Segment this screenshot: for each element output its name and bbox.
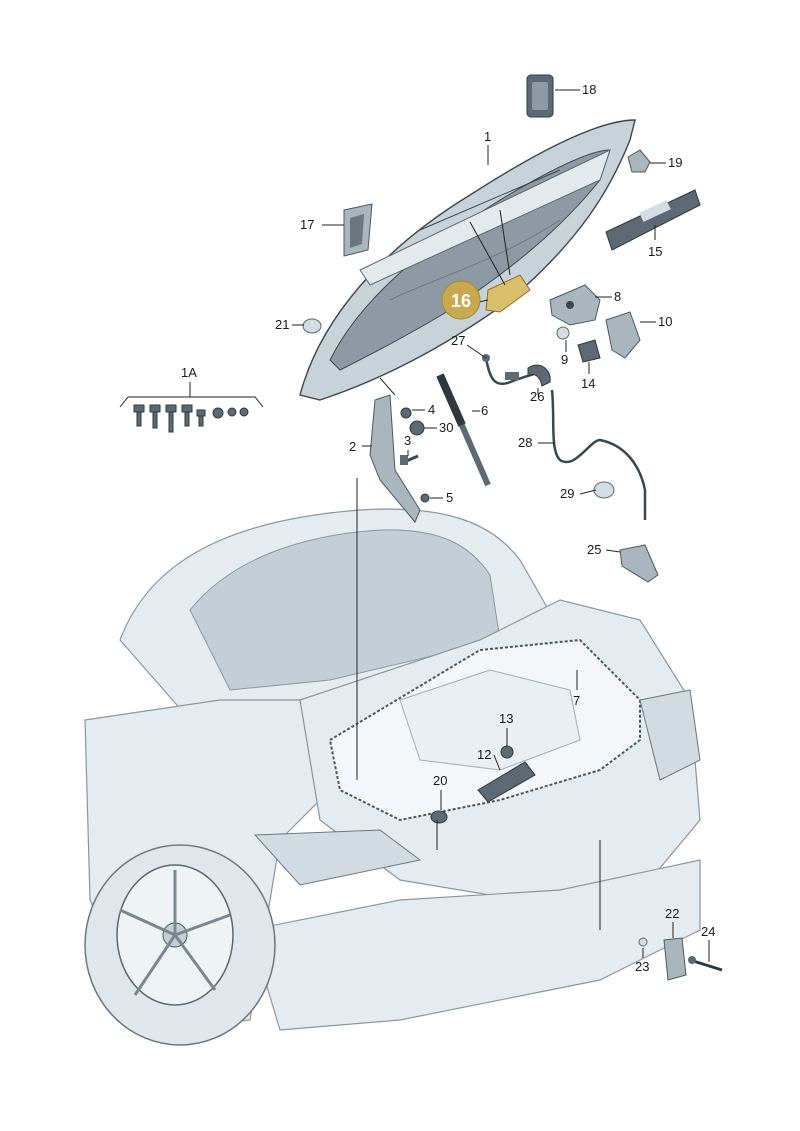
label-26[interactable]: 26 bbox=[530, 389, 544, 404]
callout-labels: 1 1A 2 3 4 5 6 7 8 9 10 12 13 14 15 17 1… bbox=[181, 82, 715, 974]
label-29[interactable]: 29 bbox=[560, 486, 574, 501]
label-17[interactable]: 17 bbox=[300, 217, 314, 232]
part-13-buffer bbox=[500, 745, 514, 759]
label-7[interactable]: 7 bbox=[573, 693, 580, 708]
leader-lines bbox=[119, 89, 710, 962]
part-22-bracket bbox=[663, 937, 687, 981]
car-rear-body bbox=[84, 508, 701, 1046]
label-24[interactable]: 24 bbox=[701, 924, 715, 939]
label-5[interactable]: 5 bbox=[446, 490, 453, 505]
part-4-nut bbox=[400, 407, 412, 419]
label-4[interactable]: 4 bbox=[428, 402, 435, 417]
part-1A-fastener-set bbox=[133, 404, 249, 433]
label-22[interactable]: 22 bbox=[665, 906, 679, 921]
part-29-clip bbox=[593, 481, 615, 499]
label-13[interactable]: 13 bbox=[499, 711, 513, 726]
part-30-buffer bbox=[409, 420, 425, 436]
label-18[interactable]: 18 bbox=[582, 82, 596, 97]
part-28-cable bbox=[550, 389, 647, 520]
part-14-clip bbox=[577, 339, 601, 363]
label-19[interactable]: 19 bbox=[668, 155, 682, 170]
label-6[interactable]: 6 bbox=[481, 403, 488, 418]
label-15[interactable]: 15 bbox=[648, 244, 662, 259]
label-21[interactable]: 21 bbox=[275, 317, 289, 332]
label-16: 16 bbox=[451, 291, 471, 311]
rear-wheel bbox=[84, 844, 276, 1046]
part-15-trim bbox=[605, 189, 701, 251]
part-16-bracket-highlighted bbox=[485, 274, 531, 313]
part-20-plug bbox=[430, 810, 448, 824]
part-12-striker bbox=[477, 761, 536, 803]
part-18-cover bbox=[526, 74, 554, 118]
part-19-buffer bbox=[627, 149, 651, 173]
label-28[interactable]: 28 bbox=[518, 435, 532, 450]
part-5-clip bbox=[420, 493, 430, 503]
part-21-buffer bbox=[302, 318, 322, 334]
part-23-washer bbox=[638, 937, 648, 947]
label-3[interactable]: 3 bbox=[404, 433, 411, 448]
part-17-cover bbox=[343, 203, 373, 257]
label-1[interactable]: 1 bbox=[484, 129, 491, 144]
label-20[interactable]: 20 bbox=[433, 773, 447, 788]
part-9-nut bbox=[556, 326, 570, 340]
label-14[interactable]: 14 bbox=[581, 376, 595, 391]
part-6-gas-strut bbox=[436, 373, 491, 487]
label-1A[interactable]: 1A bbox=[181, 365, 197, 380]
label-2[interactable]: 2 bbox=[349, 439, 356, 454]
part-24-bolt bbox=[688, 956, 723, 972]
label-25[interactable]: 25 bbox=[587, 542, 601, 557]
label-10[interactable]: 10 bbox=[658, 314, 672, 329]
part-3-bolt bbox=[400, 454, 419, 465]
label-9[interactable]: 9 bbox=[561, 352, 568, 367]
part-26-handle bbox=[527, 364, 551, 387]
part-2-hinge bbox=[369, 394, 421, 523]
label-27[interactable]: 27 bbox=[451, 333, 465, 348]
label-30[interactable]: 30 bbox=[439, 420, 453, 435]
label-8[interactable]: 8 bbox=[614, 289, 621, 304]
tailgate-panel bbox=[299, 119, 636, 401]
callout-16-highlight[interactable]: 16 bbox=[441, 280, 481, 320]
label-12[interactable]: 12 bbox=[477, 747, 491, 762]
part-8-lock bbox=[549, 284, 601, 326]
part-25-bracket bbox=[619, 544, 659, 583]
part-10-cover bbox=[605, 311, 641, 359]
label-23[interactable]: 23 bbox=[635, 959, 649, 974]
